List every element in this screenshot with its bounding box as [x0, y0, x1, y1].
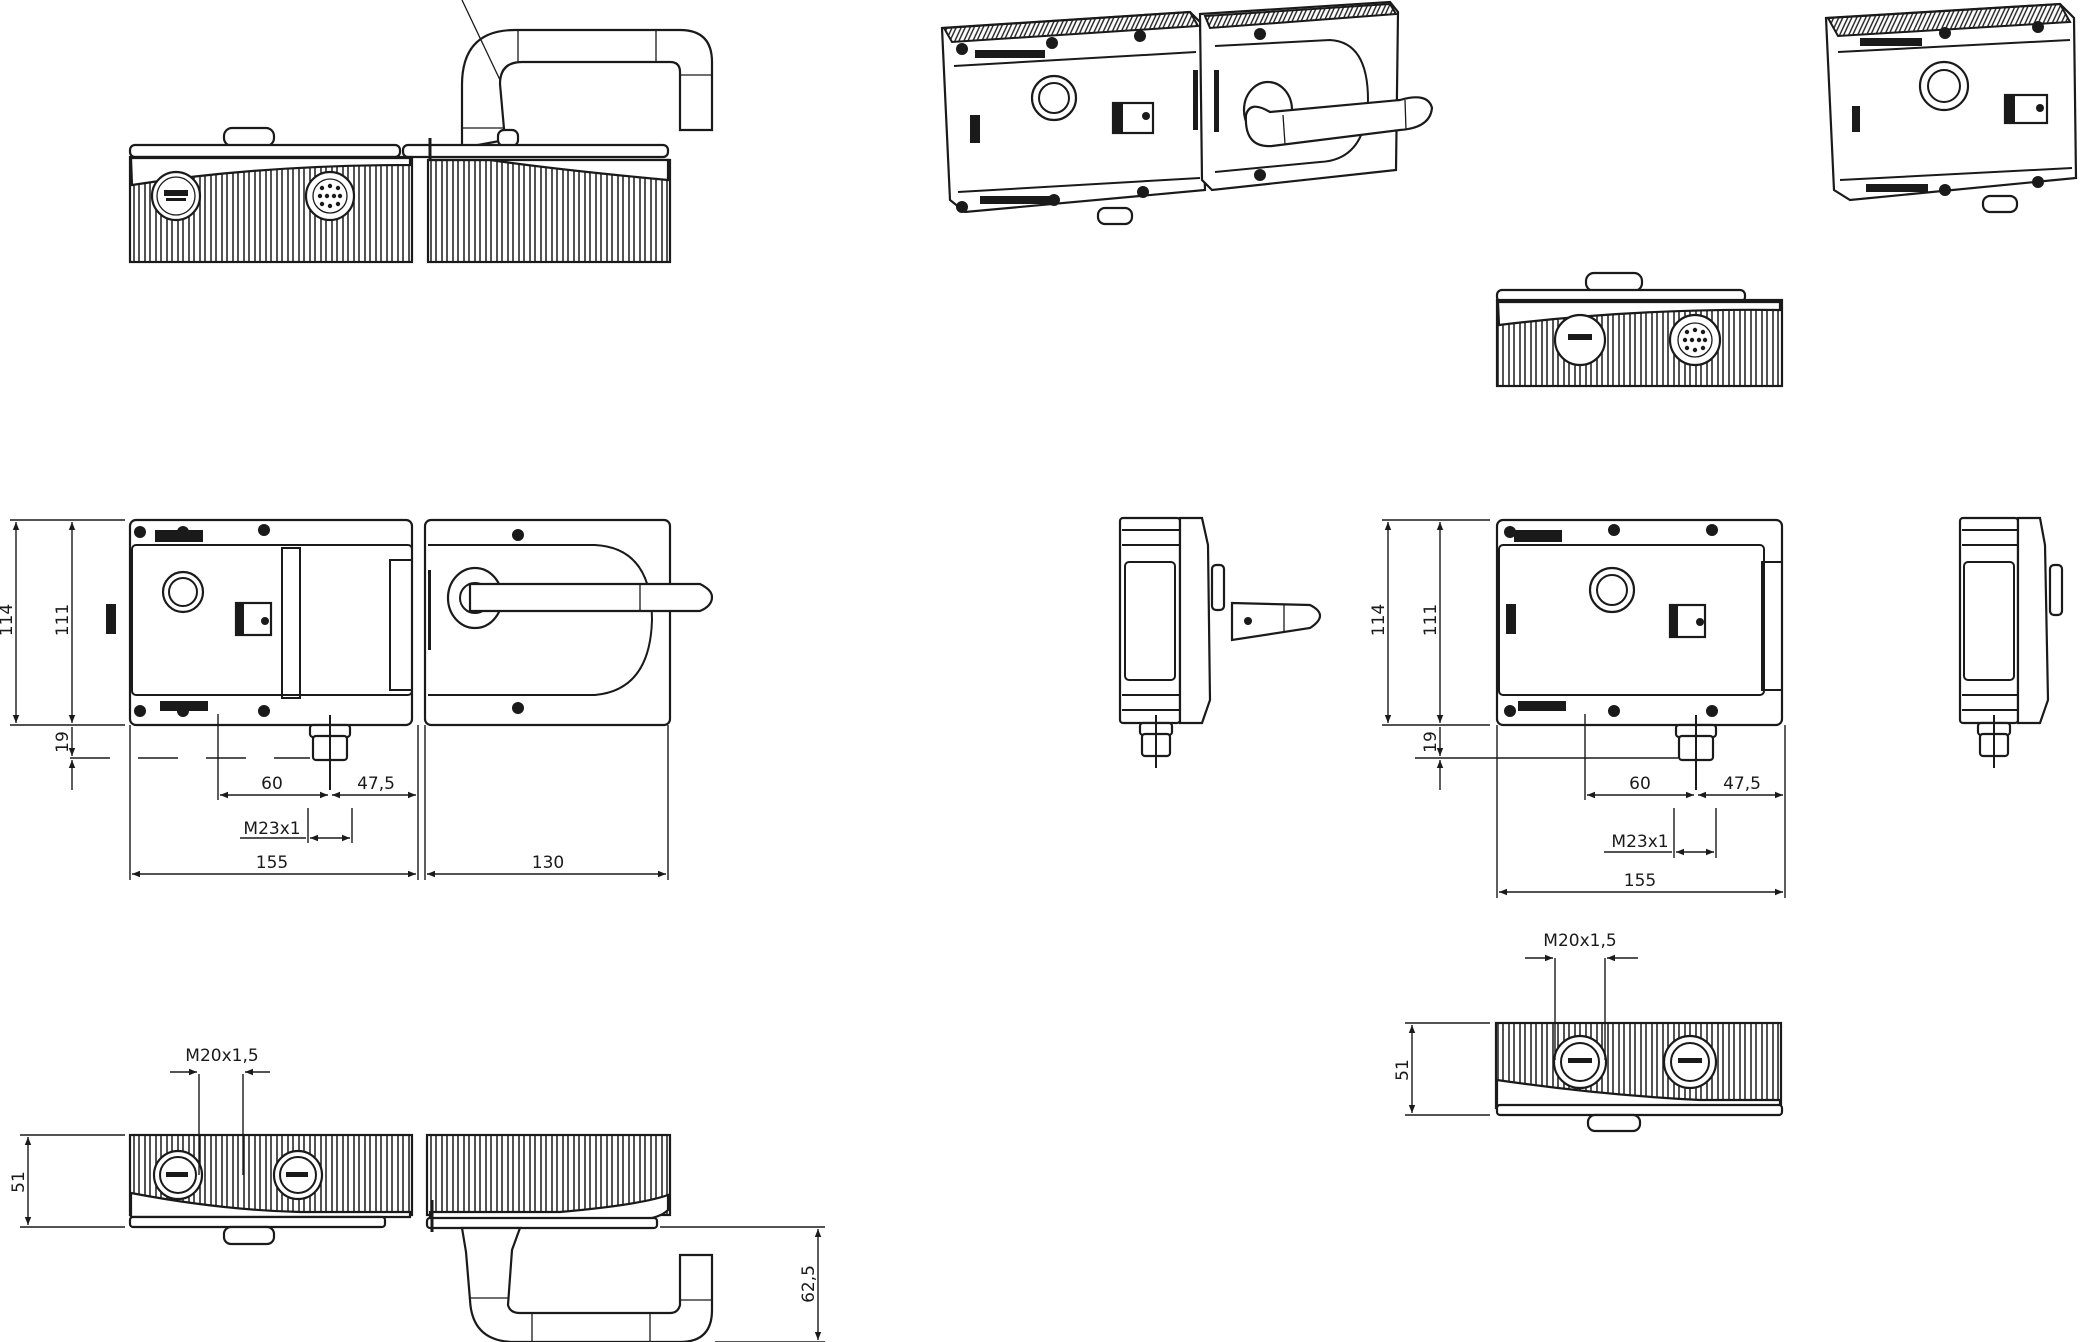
dim-connector-offset: 60	[261, 774, 283, 794]
dim-connector-length: 19	[53, 731, 73, 753]
top-view-switch	[1495, 271, 1784, 388]
dim-height-body: 111	[53, 604, 73, 636]
bottom-view-assembly: M20x1,5 51 62,5	[9, 1046, 825, 1342]
dim-connector-to-edge: 47,5	[357, 774, 395, 794]
bottom-view-switch: M20x1,5 51	[1393, 931, 1784, 1133]
front-view-assembly: 114 111 19 60 47,5 M23x1 155 130	[0, 518, 714, 880]
dim-connector-thread: M23x1	[1611, 832, 1668, 852]
dim-connector-thread: M23x1	[243, 819, 300, 839]
dim-height-total: 114	[0, 604, 17, 636]
dim-handle-projection: 62,5	[799, 1265, 819, 1303]
dim-gland-thread: M20x1,5	[1543, 931, 1616, 951]
dim-depth: 51	[9, 1171, 29, 1193]
dim-gland-thread: M20x1,5	[185, 1046, 258, 1066]
dim-connector-offset: 60	[1629, 774, 1651, 794]
dim-handle-module-width: 130	[532, 853, 564, 873]
isometric-assembly-view	[940, 0, 1434, 226]
front-view-switch: 114 111 19 60 47,5 M23x1 155	[1369, 518, 1786, 898]
top-view-with-handle	[128, 0, 714, 264]
isometric-switch-view	[1824, 2, 2078, 214]
side-view-assembly	[1118, 516, 1322, 768]
side-view-switch	[1958, 516, 2064, 768]
dim-height-total: 114	[1369, 604, 1389, 636]
dim-switch-width: 155	[256, 853, 288, 873]
dim-switch-width: 155	[1624, 871, 1656, 891]
dim-connector-length: 19	[1421, 731, 1441, 753]
dim-height-body: 111	[1421, 604, 1441, 636]
dim-connector-to-edge: 47,5	[1723, 774, 1761, 794]
dim-depth: 51	[1393, 1059, 1413, 1081]
